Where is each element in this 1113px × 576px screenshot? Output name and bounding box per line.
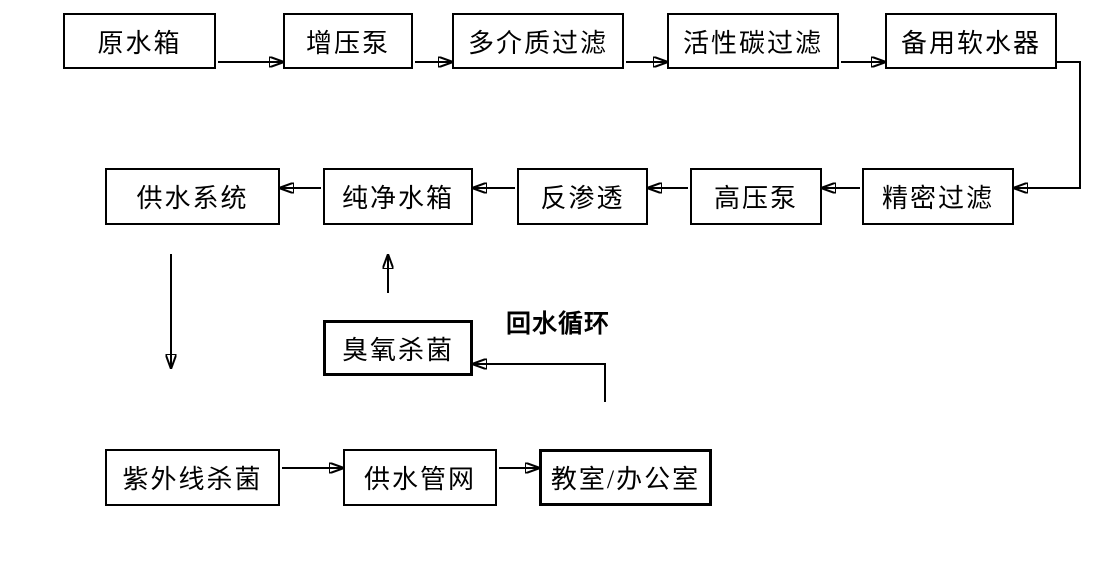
node-high-pressure-pump: 高压泵: [690, 168, 822, 225]
node-classroom-office: 教室/办公室: [539, 449, 712, 506]
node-water-supply-network: 供水管网: [343, 449, 497, 506]
node-booster-pump: 增压泵: [283, 13, 413, 69]
node-ozone-sterilizer: 臭氧杀菌: [323, 320, 473, 376]
node-backup-water-softener: 备用软水器: [885, 13, 1057, 69]
node-multi-media-filter: 多介质过滤: [452, 13, 624, 69]
node-raw-water-tank: 原水箱: [63, 13, 216, 69]
node-reverse-osmosis: 反渗透: [517, 168, 648, 225]
node-precision-filter: 精密过滤: [862, 168, 1014, 225]
node-pure-water-tank: 纯净水箱: [323, 168, 473, 225]
return-loop-label: 回水循环: [506, 309, 611, 338]
edge-softener-to-precision: [1014, 61, 1081, 188]
node-activated-carbon-filter: 活性碳过滤: [667, 13, 839, 69]
edge-return-loop: [473, 364, 606, 402]
node-uv-sterilizer: 紫外线杀菌: [105, 449, 280, 506]
node-water-supply-system: 供水系统: [105, 168, 280, 225]
